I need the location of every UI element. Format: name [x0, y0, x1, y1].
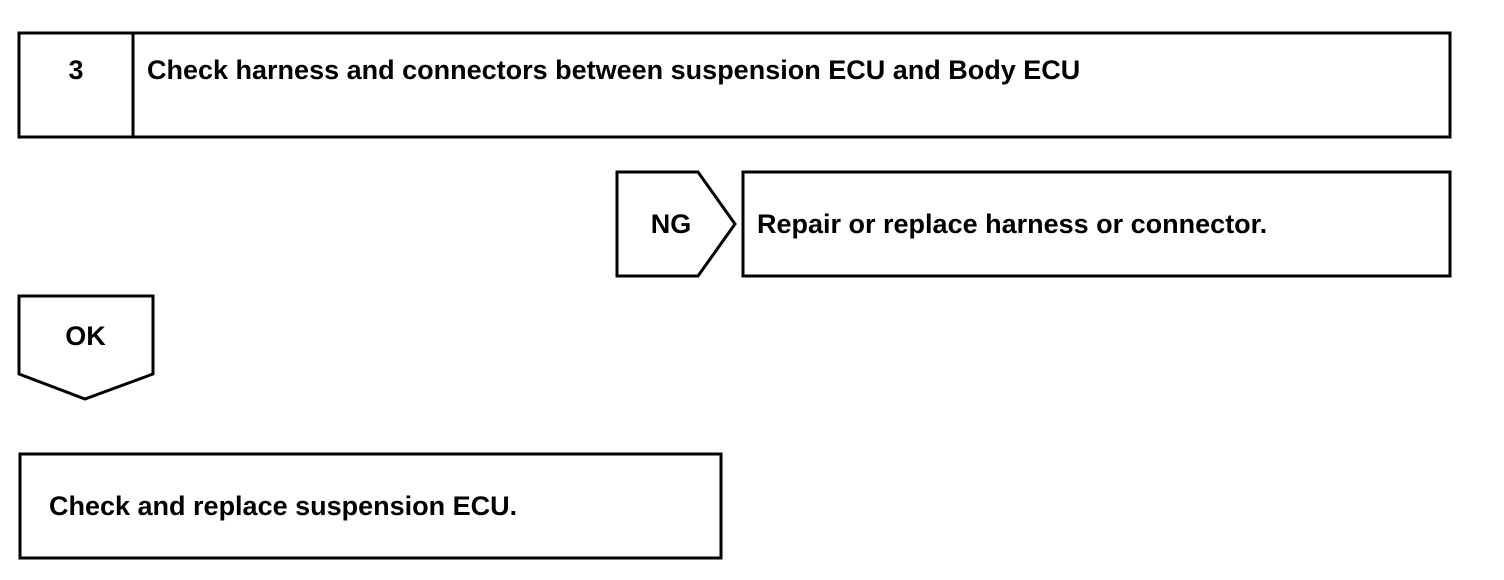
step-box [17, 31, 1452, 139]
ng-arrow-shape [615, 170, 737, 278]
step-title: Check harness and connectors between sus… [147, 55, 1081, 85]
ng-label: NG [650, 209, 692, 239]
step-number: 3 [68, 55, 84, 85]
ok-action-box [18, 452, 723, 560]
ok-arrow-shape [17, 294, 155, 401]
ng-action-box [741, 170, 1452, 278]
ok-label: OK [65, 321, 106, 351]
ng-action-text: Repair or replace harness or connector. [757, 209, 1268, 239]
ok-action-text: Check and replace suspension ECU. [49, 491, 518, 521]
